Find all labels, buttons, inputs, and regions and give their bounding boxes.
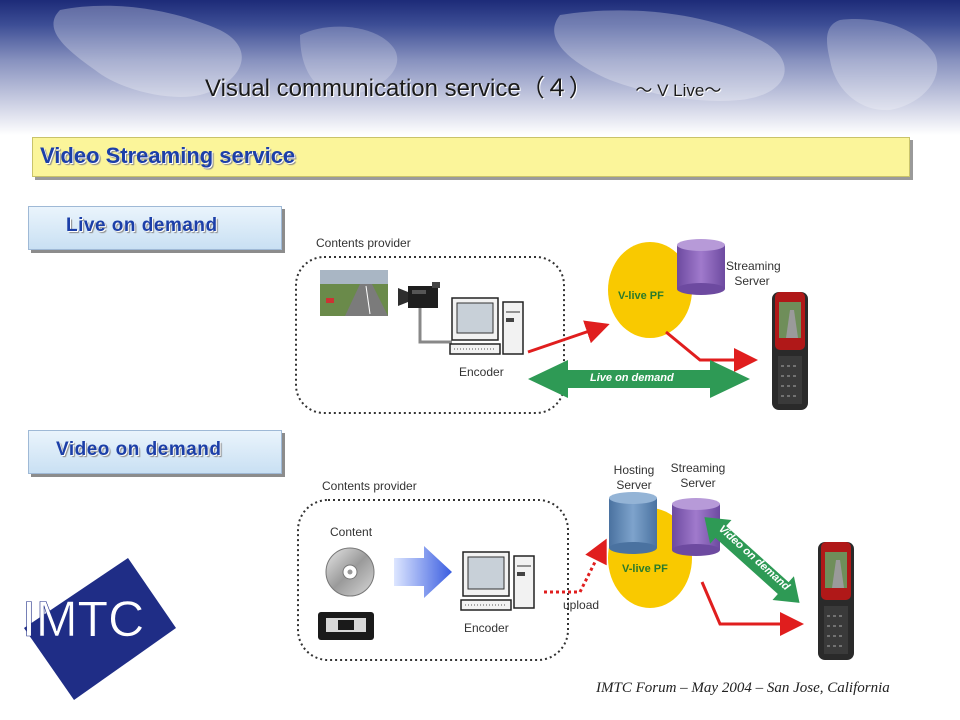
live-streaming-server-icon [677, 239, 725, 295]
live-encode-arrow [527, 320, 610, 354]
vod-streaming-server-label: Streaming Server [668, 461, 728, 491]
imtc-logo-text: IMTC [22, 591, 144, 647]
hosting-server-label-line1: Hosting [613, 463, 655, 477]
vod-content-label: Content [330, 525, 373, 539]
vod-double-arrow [704, 517, 800, 603]
live-streaming-server-label: Streaming Server [726, 259, 781, 289]
page-title: Visual communication service（４） ～ V Live… [205, 68, 721, 103]
live-heading-box [28, 206, 282, 250]
vod-streaming-server-label-line1: Streaming [670, 461, 726, 475]
live-pf-label: V-live PF [618, 290, 664, 302]
live-heading: Live on demand [66, 215, 218, 236]
encode-block-arrow [394, 546, 452, 598]
hosting-server-label-line2: Server [616, 478, 652, 492]
phone-icon [772, 292, 808, 410]
vod-provider-frame [297, 499, 569, 661]
camera-cable [418, 308, 452, 344]
computer-icon [460, 551, 535, 611]
vod-contents-provider-label: Contents provider [322, 479, 417, 493]
vod-heading: Video on demand [56, 439, 222, 460]
live-streaming-server-label-line2: Server [734, 274, 770, 288]
live-video-thumbnail [320, 270, 388, 316]
section-bar [32, 137, 910, 177]
vod-heading-box [28, 430, 282, 474]
live-streaming-server-label-line1: Streaming [726, 259, 781, 273]
live-double-arrow [528, 360, 750, 398]
cd-icon [325, 547, 375, 597]
vod-stream-arrow [700, 581, 804, 636]
vod-encoder-label: Encoder [464, 621, 509, 635]
phone-icon [818, 542, 854, 660]
page-title-sub: ～ V Live～ [635, 81, 722, 100]
page-title-main: Visual communication service（４） [205, 75, 600, 102]
section-title: Video Streaming service [40, 143, 296, 168]
upload-arrow [544, 538, 607, 594]
live-arrow-label: Live on demand [590, 372, 674, 384]
upload-label: upload [563, 598, 600, 612]
camera-icon [398, 282, 440, 308]
cassette-icon [318, 612, 374, 640]
header-map-band [0, 0, 960, 135]
world-map-icon [53, 5, 938, 111]
vod-pf-label: V-live PF [622, 563, 668, 575]
live-pf-circle [608, 242, 692, 338]
vod-streaming-server-label-line2: Server [680, 476, 716, 490]
hosting-server-label: Hosting Server [606, 463, 662, 493]
hosting-server-icon [609, 492, 657, 554]
imtc-logo: IMTC [22, 558, 176, 700]
live-encoder-label: Encoder [459, 365, 504, 379]
live-contents-provider-label: Contents provider [316, 236, 411, 250]
computer-icon [449, 297, 524, 355]
footer-text: IMTC Forum – May 2004 – San Jose, Califo… [596, 680, 890, 696]
live-provider-frame [295, 256, 565, 414]
live-stream-arrow [665, 330, 758, 372]
